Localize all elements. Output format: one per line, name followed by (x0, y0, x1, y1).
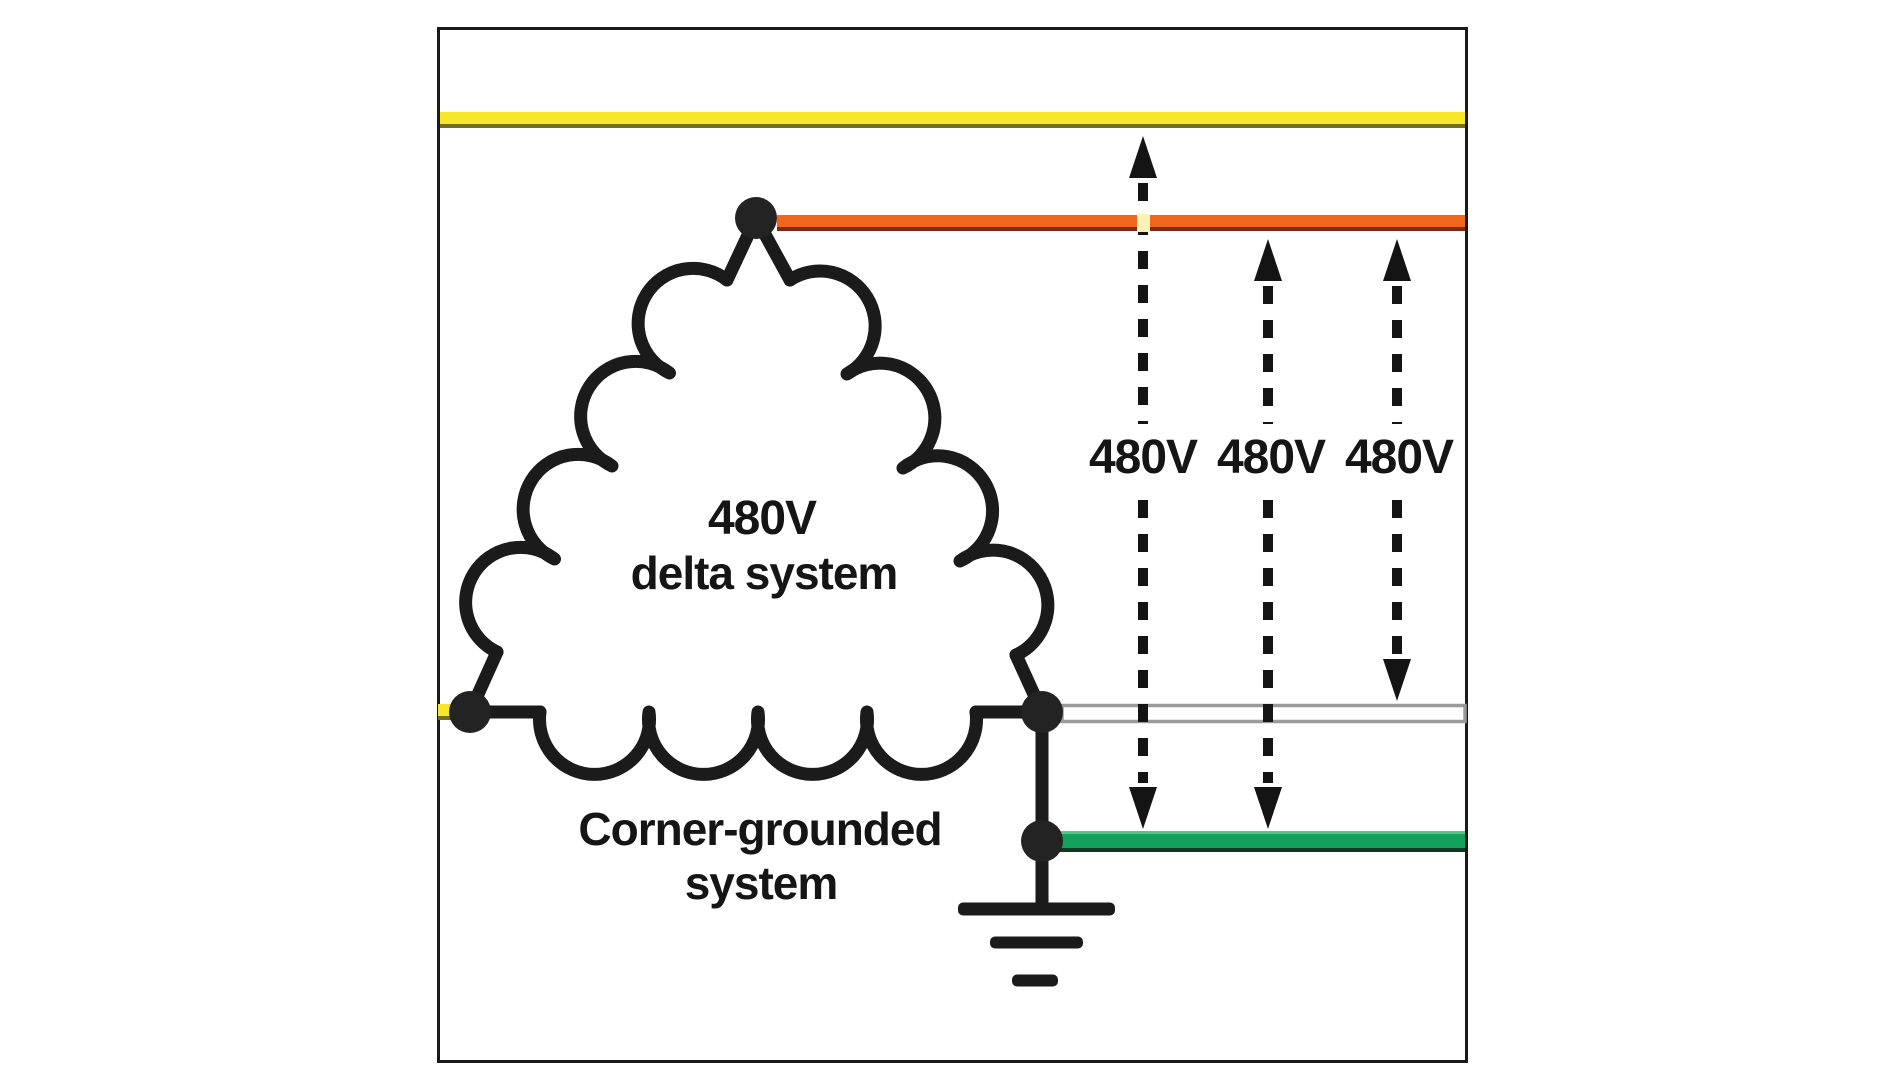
diagram-border (437, 27, 1468, 1063)
voltage-label-3: 480V (1345, 431, 1454, 484)
voltage-arrow-3-top-arrowhead (1383, 239, 1411, 281)
phase-line-yellow-edge (440, 124, 1465, 128)
delta-vertex-connectors (463, 211, 1049, 719)
phase-stub-yellow-edge (438, 716, 456, 720)
voltage-label-2: 480V (1217, 431, 1326, 484)
delta-winding-left (459, 261, 734, 659)
node-dot-ground-tap (1021, 820, 1063, 862)
caption-line1: Corner-grounded (578, 803, 941, 855)
delta-label-line2: delta system (631, 547, 898, 599)
ground-symbol (958, 712, 1115, 987)
ground-symbol-bar-2 (990, 936, 1083, 949)
node-dot-top-vertex (735, 197, 777, 239)
node-dot-left-vertex (449, 691, 491, 733)
voltage-arrow-3-bottom-arrowhead (1383, 659, 1411, 701)
delta-label-line1: 480V (708, 492, 817, 545)
ground-line-green-edge (1058, 848, 1465, 852)
phase-line-orange-body (777, 215, 1465, 227)
phase-line-yellow (440, 112, 1465, 128)
ground-symbol-bar-1 (958, 902, 1115, 916)
phase-line-orange-edge (777, 227, 1465, 231)
phase-line-yellow-body (440, 112, 1465, 124)
phase-line-orange (777, 214, 1465, 232)
ground-line-green-body (1058, 834, 1465, 848)
voltage-arrow-2-bottom-arrowhead (1254, 787, 1282, 829)
ground-line-green-highlight (1058, 831, 1465, 836)
delta-winding-bottom (533, 705, 983, 781)
ground-symbol-bar-3 (1012, 974, 1058, 987)
delta-transformer (459, 211, 1055, 781)
phase-line-orange-crossing-gap (1137, 214, 1150, 232)
voltage-arrow-1-top-arrowhead (1129, 136, 1157, 178)
voltage-arrow-1-bottom-arrowhead (1129, 787, 1157, 829)
voltage-arrow-2 (1254, 239, 1282, 829)
voltage-arrow-3 (1383, 239, 1411, 701)
voltage-label-1: 480V (1089, 431, 1198, 484)
delta-winding-right (783, 264, 1055, 662)
ground-line-green (1058, 831, 1465, 852)
node-dot-right-vertex (1021, 691, 1063, 733)
caption-line2: system (685, 857, 838, 909)
voltage-arrow-2-top-arrowhead (1254, 239, 1282, 281)
